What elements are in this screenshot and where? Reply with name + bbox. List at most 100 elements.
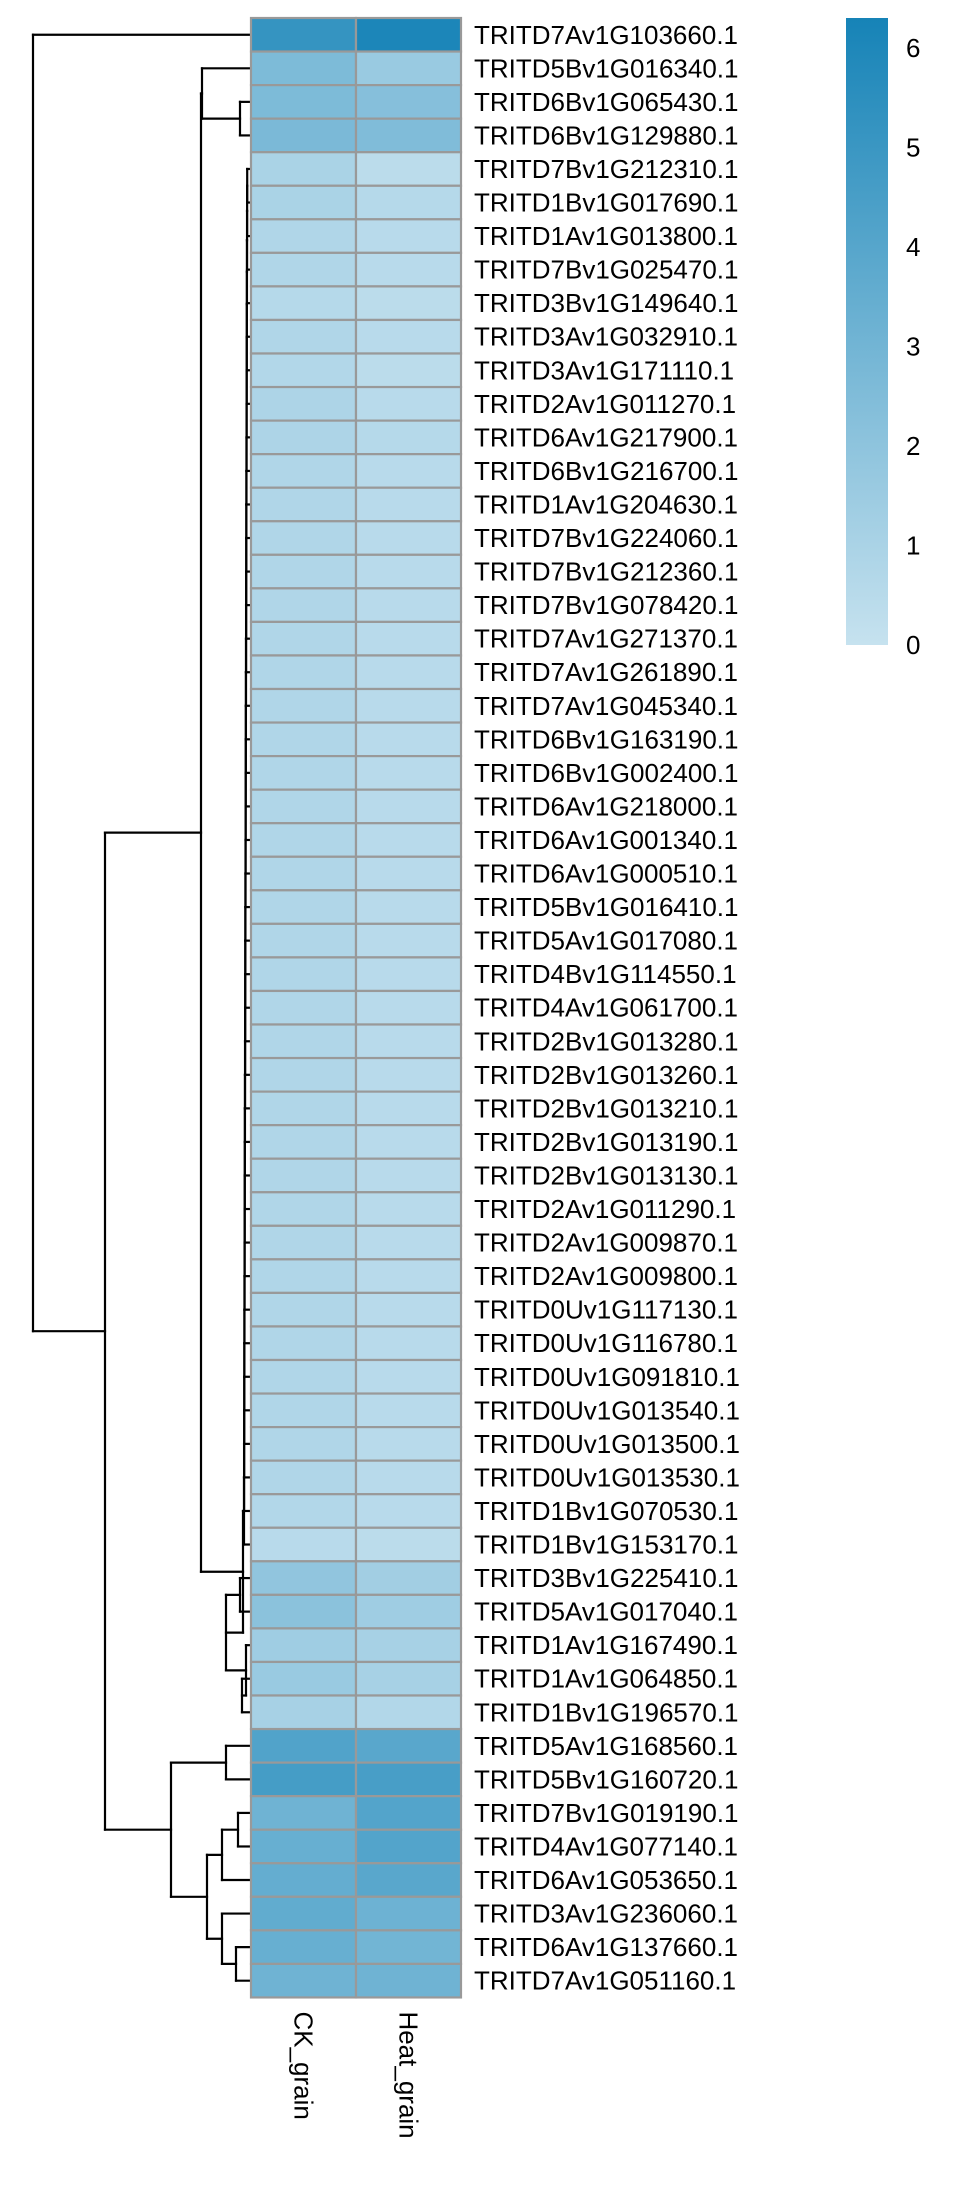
heatmap-cell xyxy=(354,1056,463,1093)
row-label: TRITD3Av1G236060.1 xyxy=(474,1899,738,1929)
row-label: TRITD2Av1G011270.1 xyxy=(474,389,736,419)
heatmap-cell xyxy=(249,1862,358,1898)
heatmap-cell xyxy=(354,453,463,489)
heatmap-cell xyxy=(354,855,463,892)
heatmap-cell xyxy=(249,1560,358,1596)
heatmap-cell xyxy=(249,1224,358,1261)
heatmap-cell xyxy=(249,1727,358,1764)
row-label: TRITD7Av1G261890.1 xyxy=(474,657,738,687)
heatmap-cell xyxy=(249,1694,358,1731)
heatmap-cell xyxy=(249,318,358,355)
heatmap-cell xyxy=(354,1090,463,1127)
heatmap-cell xyxy=(249,1056,358,1093)
heatmap-cell xyxy=(354,1526,463,1563)
row-label: TRITD5Bv1G016410.1 xyxy=(474,892,738,922)
heatmap-cell xyxy=(249,1124,358,1160)
heatmap-cell xyxy=(354,1593,463,1630)
row-label: TRITD3Av1G032910.1 xyxy=(474,322,738,352)
row-label: TRITD5Av1G017080.1 xyxy=(474,926,738,956)
row-label: TRITD1Bv1G070530.1 xyxy=(474,1496,738,1526)
row-label: TRITD6Bv1G002400.1 xyxy=(474,758,738,788)
row-label: TRITD6Av1G001340.1 xyxy=(474,825,738,855)
heatmap-cell xyxy=(249,1962,358,1999)
heatmap-cell xyxy=(249,419,358,456)
color-scale-tick-label: 3 xyxy=(906,331,920,361)
heatmap-cell xyxy=(249,1023,358,1060)
row-label: TRITD7Av1G051160.1 xyxy=(474,1966,736,1996)
row-label: TRITD1Av1G013800.1 xyxy=(474,221,738,251)
heatmap-cell xyxy=(249,1895,358,1932)
row-label: TRITD0Uv1G116780.1 xyxy=(474,1328,738,1358)
row-label: TRITD6Av1G053650.1 xyxy=(474,1865,738,1895)
heatmap-cell xyxy=(354,285,463,322)
row-label: TRITD7Bv1G078420.1 xyxy=(474,590,738,620)
heatmap-cell xyxy=(249,1191,358,1227)
heatmap-cell xyxy=(249,1291,358,1328)
heatmap-cell xyxy=(354,1962,463,1999)
heatmap-cell xyxy=(354,1425,463,1462)
heatmap-cell xyxy=(249,1526,358,1563)
heatmap-cell xyxy=(249,620,358,657)
heatmap-cell xyxy=(354,1124,463,1160)
heatmap-cell xyxy=(354,956,463,993)
heatmap-cell xyxy=(249,1459,358,1496)
heatmap-cell xyxy=(354,1459,463,1496)
row-label: TRITD3Av1G171110.1 xyxy=(474,355,734,385)
row-label: TRITD7Bv1G025470.1 xyxy=(474,255,738,285)
heatmap-cell xyxy=(354,1929,463,1965)
heatmap-cell xyxy=(249,83,358,120)
row-label: TRITD6Bv1G129880.1 xyxy=(474,120,738,150)
heatmap-cell xyxy=(354,754,463,791)
heatmap-cell xyxy=(249,1761,358,1798)
heatmap-cell xyxy=(354,1795,463,1831)
heatmap-cell xyxy=(249,218,358,254)
heatmap-cell xyxy=(249,1358,358,1395)
heatmap-cell xyxy=(249,50,358,87)
heatmap-cell xyxy=(249,1425,358,1462)
heatmap-cell xyxy=(249,486,358,523)
row-label: TRITD7Av1G103660.1 xyxy=(474,20,738,50)
row-label: TRITD7Bv1G212360.1 xyxy=(474,557,738,587)
row-label: TRITD3Bv1G225410.1 xyxy=(474,1563,738,1593)
heatmap-cell xyxy=(354,385,463,422)
row-label: TRITD0Uv1G091810.1 xyxy=(474,1362,740,1392)
row-label: TRITD0Uv1G117130.1 xyxy=(474,1295,738,1325)
heatmap-cell xyxy=(354,1258,463,1294)
row-label: TRITD3Bv1G149640.1 xyxy=(474,288,738,318)
heatmap-cell xyxy=(249,922,358,959)
heatmap-cell xyxy=(354,654,463,691)
heatmap-cell xyxy=(354,1727,463,1764)
column-label: CK_grain xyxy=(289,2011,319,2119)
heatmap-cell xyxy=(354,318,463,355)
row-label: TRITD6Av1G137660.1 xyxy=(474,1932,738,1962)
row-label: TRITD7Bv1G224060.1 xyxy=(474,523,738,553)
row-label: TRITD6Bv1G216700.1 xyxy=(474,456,738,486)
heatmap-cell xyxy=(249,117,358,154)
row-label: TRITD7Bv1G019190.1 xyxy=(474,1798,738,1828)
color-scale-tick-label: 2 xyxy=(906,431,920,461)
heatmap-cell xyxy=(354,687,463,724)
row-label: TRITD2Bv1G013130.1 xyxy=(474,1160,738,1190)
heatmap-cell xyxy=(249,1660,358,1697)
heatmap-cell xyxy=(354,352,463,389)
heatmap-cell xyxy=(354,587,463,623)
heatmap-cell xyxy=(354,218,463,254)
heatmap-cell xyxy=(354,1862,463,1898)
heatmap-cell xyxy=(249,453,358,489)
heatmap-cell xyxy=(354,1157,463,1194)
heatmap-cell xyxy=(249,352,358,389)
color-scale-tick-label: 0 xyxy=(906,630,920,660)
row-label: TRITD7Av1G271370.1 xyxy=(474,624,738,654)
row-dendrogram xyxy=(31,33,253,1982)
row-label: TRITD7Bv1G212310.1 xyxy=(474,154,738,184)
heatmap-cell xyxy=(354,1291,463,1328)
heatmap-cell xyxy=(249,520,358,556)
heatmap-cell xyxy=(354,1392,463,1429)
heatmap-cell xyxy=(249,251,358,288)
row-label: TRITD6Bv1G163190.1 xyxy=(474,724,738,754)
heatmap-cell xyxy=(249,855,358,892)
row-label: TRITD5Av1G017040.1 xyxy=(474,1597,738,1627)
heatmap-cell xyxy=(354,1761,463,1798)
